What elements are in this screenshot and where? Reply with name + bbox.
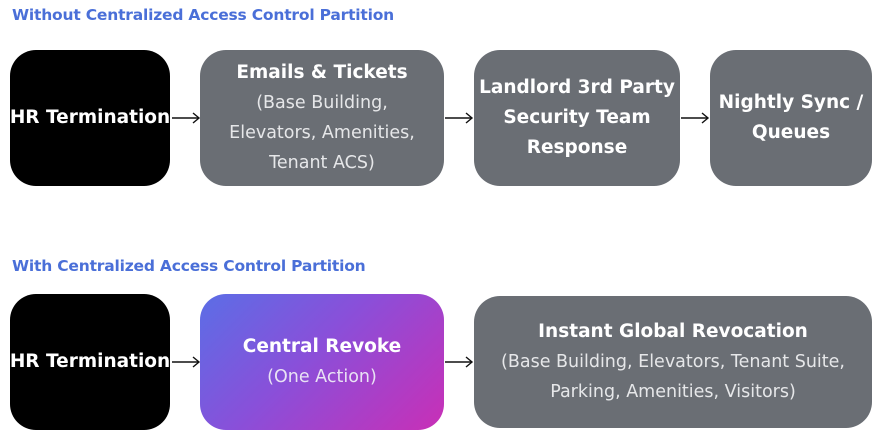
node-label: Central Revoke [242, 336, 402, 357]
node-landlord-security: Landlord 3rd Party Security Team Respons… [474, 50, 680, 186]
node-emails-tickets: Emails & Tickets (Base Building, Elevato… [200, 50, 444, 186]
arrow-right-icon [444, 355, 474, 369]
node-hr-termination-1: HR Termination [10, 50, 170, 186]
node-label: Response [526, 137, 628, 158]
node-label: Landlord 3rd Party [479, 77, 675, 98]
arrow-right-icon [680, 111, 710, 125]
arrow-right-icon [444, 111, 474, 125]
node-label: HR Termination [10, 351, 170, 372]
node-sublabel: Parking, Amenities, Visitors) [550, 382, 796, 402]
node-label: HR Termination [10, 107, 170, 128]
node-central-revoke: Central Revoke (One Action) [200, 294, 444, 430]
node-nightly-sync: Nightly Sync / Queues [710, 50, 872, 186]
node-label: Security Team [503, 107, 651, 128]
section-title-without: Without Centralized Access Control Parti… [12, 6, 395, 24]
node-label: Instant Global Revocation [538, 321, 808, 342]
arrow-right-icon [171, 355, 201, 369]
arrow-right-icon [171, 111, 201, 125]
node-sublabel: (Base Building, Elevators, Tenant Suite, [501, 352, 845, 372]
section-title-with: With Centralized Access Control Partitio… [12, 257, 366, 275]
node-sublabel: Elevators, Amenities, [229, 123, 415, 143]
node-instant-global-revocation: Instant Global Revocation (Base Building… [474, 296, 872, 428]
node-sublabel: (Base Building, [256, 93, 388, 113]
node-sublabel: (One Action) [267, 367, 377, 387]
node-hr-termination-2: HR Termination [10, 294, 170, 430]
node-label: Queues [751, 122, 831, 143]
node-label: Nightly Sync / [718, 92, 864, 113]
node-sublabel: Tenant ACS) [269, 153, 375, 173]
node-label: Emails & Tickets [236, 62, 408, 83]
